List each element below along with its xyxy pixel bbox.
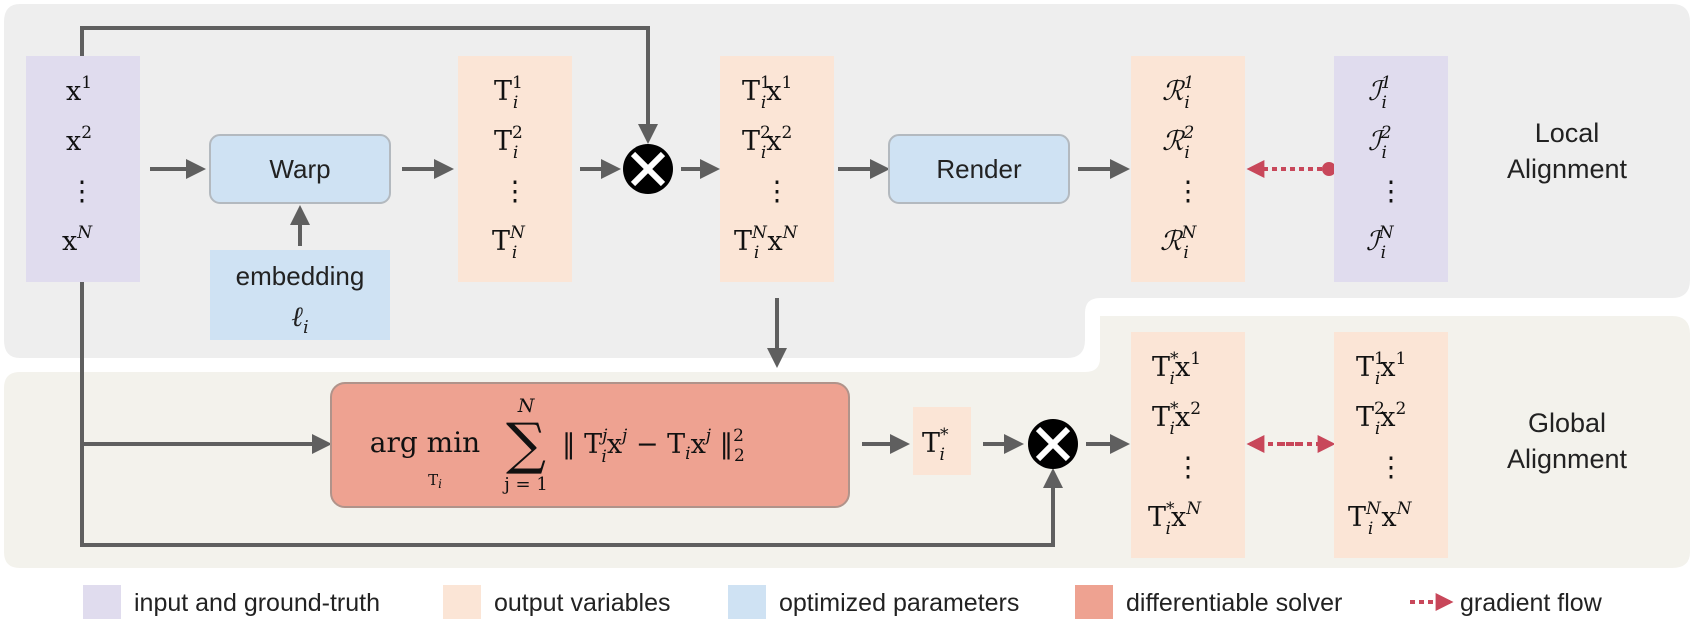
- global-tx-column: [1334, 332, 1448, 558]
- skip-arrow-top: [80, 26, 658, 144]
- transformed-tx-column: [720, 56, 834, 282]
- solver-sum-top: N: [517, 395, 536, 417]
- embedding-symbol: ℓi: [291, 300, 308, 338]
- rendered-r-column: [1131, 56, 1245, 282]
- differentiable-solver: [330, 382, 850, 508]
- tstarx-2: T*ix2: [1152, 399, 1201, 439]
- tx-vdots: ⋮: [764, 176, 791, 207]
- legend-label-gradient: gradient flow: [1460, 589, 1603, 617]
- render-label: Render: [936, 154, 1022, 184]
- global-label-line2: Alignment: [1507, 444, 1628, 474]
- local-label-line1: Local: [1535, 118, 1600, 148]
- legend-swatch-solver: [1075, 585, 1113, 619]
- legend-label-output: output variables: [494, 589, 671, 617]
- legend-swatch-param: [728, 585, 766, 619]
- embedding-label: embedding: [236, 261, 365, 291]
- input-x-column: [26, 56, 140, 282]
- i-vdots: ⋮: [1378, 176, 1405, 207]
- solver-sum-bottom: j = 1: [502, 474, 548, 495]
- legend-label-param: optimized parameters: [779, 589, 1019, 617]
- local-label-line2: Alignment: [1507, 154, 1628, 184]
- x-vdots: ⋮: [69, 176, 96, 207]
- gradient-arrows: [1246, 160, 1336, 453]
- solver-argmin-sub: Ti: [428, 471, 442, 491]
- t-vdots: ⋮: [502, 176, 529, 207]
- warp-label: Warp: [269, 154, 330, 184]
- warp-module: [209, 134, 391, 204]
- tstar-box: [913, 407, 971, 475]
- legend-swatch-input: [83, 585, 121, 619]
- gradient-source-dot: [1322, 162, 1336, 176]
- render-module: [888, 134, 1070, 204]
- legend-label-solver: differentiable solver: [1126, 589, 1342, 617]
- tstarx-vdots: ⋮: [1175, 452, 1202, 483]
- image-i-column: [1334, 56, 1448, 282]
- legend: input and ground-truth output variables …: [83, 585, 1603, 619]
- multiply-node-local: [623, 144, 673, 194]
- tstar-label: T*i: [922, 425, 949, 465]
- global-label-line1: Global: [1528, 408, 1606, 438]
- solver-sum-symbol: ∑: [506, 412, 546, 477]
- transform-t-column: [458, 56, 572, 282]
- x-2: x2: [66, 123, 92, 157]
- legend-swatch-output: [443, 585, 481, 619]
- embedding-box: [210, 250, 390, 340]
- multiply-node-global: [1028, 419, 1078, 469]
- legend-label-input: input and ground-truth: [134, 589, 380, 617]
- connectors: [80, 26, 1130, 547]
- local-alignment-panel: [4, 4, 1690, 358]
- gtx-vdots: ⋮: [1378, 452, 1405, 483]
- r-vdots: ⋮: [1175, 176, 1202, 207]
- skip-arrow-trunk: [80, 282, 1063, 547]
- global-tstarx-column: [1131, 332, 1245, 558]
- solver-argmin: arg min: [370, 426, 480, 459]
